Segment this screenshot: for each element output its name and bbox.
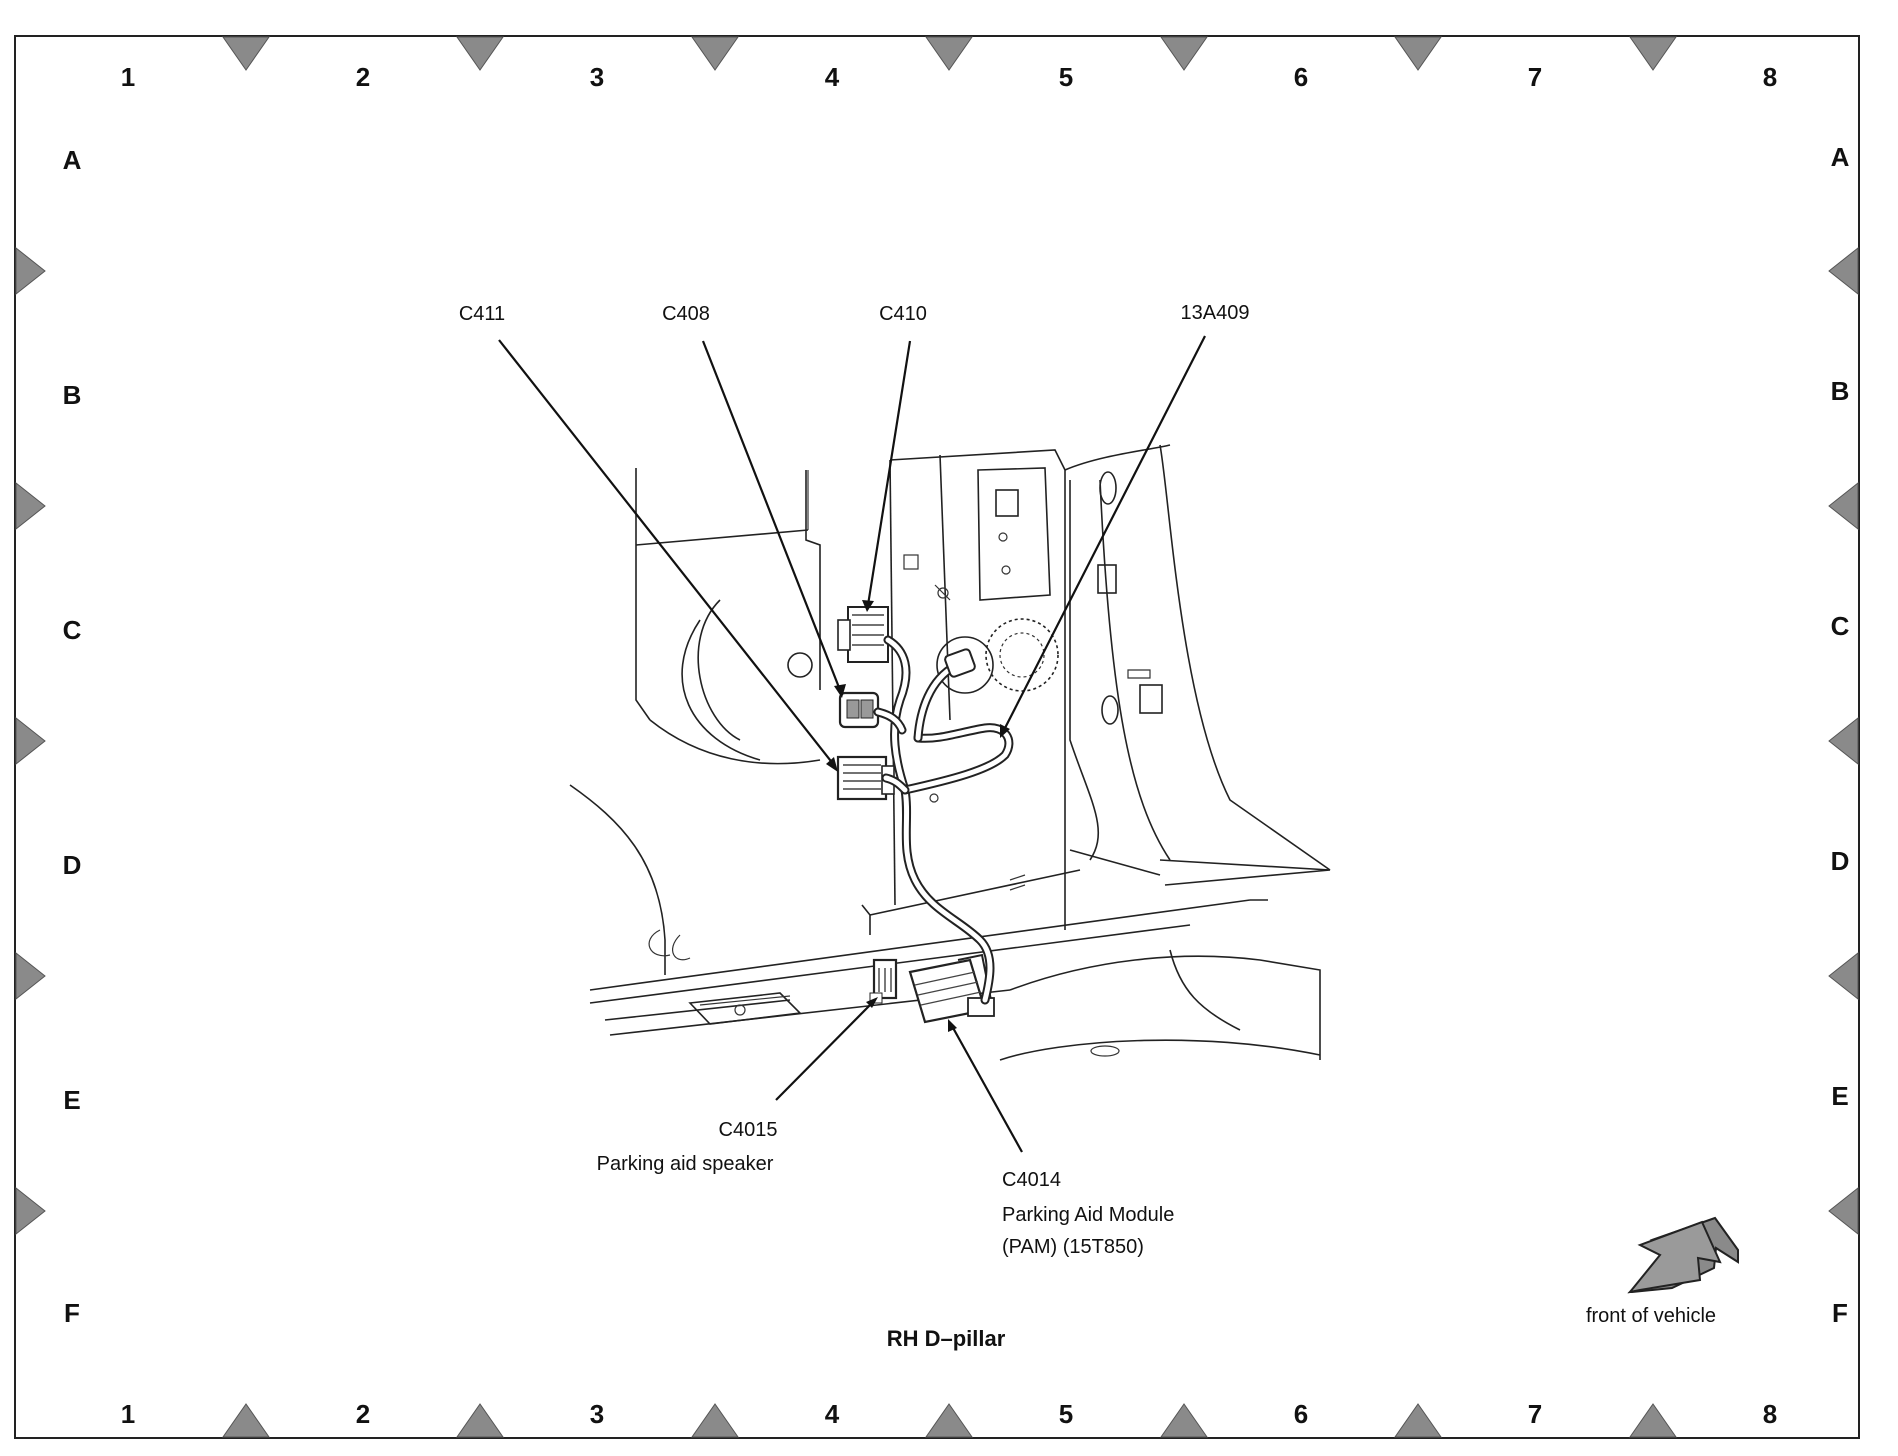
- row-label-a-left: A: [63, 145, 82, 175]
- row-label-c-left: C: [63, 615, 82, 645]
- row-label-f-left: F: [64, 1298, 80, 1328]
- row-labels-right: A B C D E F: [1831, 142, 1850, 1328]
- grid-marker: [1828, 951, 1859, 1001]
- col-label-1-bottom: 1: [121, 1399, 135, 1429]
- col-label-8-top: 8: [1763, 62, 1777, 92]
- grid-markers-left: [15, 246, 46, 1236]
- leader-c408: [701, 340, 842, 691]
- front-of-vehicle-arrow-icon: [1627, 1216, 1739, 1294]
- col-label-7-top: 7: [1528, 62, 1542, 92]
- grid-marker: [1160, 36, 1208, 71]
- col-label-3-bottom: 3: [590, 1399, 604, 1429]
- col-label-2-bottom: 2: [356, 1399, 370, 1429]
- leader-c4014: [951, 1025, 1023, 1153]
- leader-c410: [866, 340, 912, 606]
- row-label-e-right: E: [1831, 1081, 1848, 1111]
- grid-marker: [1629, 1403, 1677, 1438]
- grid-marker: [691, 36, 739, 71]
- diagram-title: RH D–pillar: [887, 1326, 1006, 1351]
- row-label-c-right: C: [1831, 611, 1850, 641]
- row-labels-left: A B C D E F: [63, 145, 82, 1328]
- grid-marker: [691, 1403, 739, 1438]
- col-label-3-top: 3: [590, 62, 604, 92]
- grid-marker: [15, 716, 46, 766]
- grid-marker: [1828, 716, 1859, 766]
- connector-c410-shape: [837, 606, 889, 663]
- wiring-harness-13a409-shape: [873, 635, 1014, 1005]
- col-label-5-bottom: 5: [1059, 1399, 1073, 1429]
- row-label-b-right: B: [1831, 376, 1850, 406]
- row-label-f-right: F: [1832, 1298, 1848, 1328]
- callout-c4015-description: Parking aid speaker: [597, 1153, 774, 1175]
- grid-marker: [15, 246, 46, 296]
- grid-marker: [15, 1186, 46, 1236]
- col-label-8-bottom: 8: [1763, 1399, 1777, 1429]
- grid-marker: [222, 1403, 270, 1438]
- column-labels-top: 1 2 3 4 5 6 7 8: [121, 62, 1777, 92]
- callout-c411: C411: [459, 303, 505, 325]
- connector-c408-shape: [838, 691, 880, 729]
- grid-marker: [456, 1403, 504, 1438]
- front-of-vehicle-label: front of vehicle: [1586, 1305, 1716, 1327]
- grid-markers-top: [222, 36, 1677, 71]
- leader-c4015: [775, 1001, 874, 1101]
- module-pam-shape: [908, 953, 995, 1024]
- row-label-e-left: E: [63, 1085, 80, 1115]
- grid-marker: [1828, 481, 1859, 531]
- arrowhead-c4015: [866, 997, 878, 1008]
- callout-c408: C408: [662, 303, 710, 325]
- grid-marker: [1394, 1403, 1442, 1438]
- grid-marker: [925, 36, 973, 71]
- arrowhead-13a409: [1000, 724, 1010, 738]
- callout-c410: C410: [879, 303, 927, 325]
- col-label-6-bottom: 6: [1294, 1399, 1308, 1429]
- connector-c4015-shape: [869, 958, 898, 1004]
- callout-c4014-description-2: (PAM) (15T850): [1002, 1236, 1144, 1258]
- row-label-d-left: D: [63, 850, 82, 880]
- col-label-2-top: 2: [356, 62, 370, 92]
- grid-marker: [15, 951, 46, 1001]
- col-label-5-top: 5: [1059, 62, 1073, 92]
- column-labels-bottom: 1 2 3 4 5 6 7 8: [121, 1399, 1777, 1429]
- col-label-7-bottom: 7: [1528, 1399, 1542, 1429]
- grid-marker: [1160, 1403, 1208, 1438]
- grid-marker: [15, 481, 46, 531]
- col-label-4-bottom: 4: [825, 1399, 840, 1429]
- grid-marker: [1394, 36, 1442, 71]
- arrowhead-c408: [834, 684, 846, 698]
- arrowhead-c4014: [948, 1019, 957, 1032]
- vehicle-body-illustration: [569, 444, 1331, 1061]
- callout-c4014: C4014: [1002, 1169, 1061, 1191]
- grid-markers-right: [1828, 246, 1859, 1236]
- row-label-a-right: A: [1831, 142, 1850, 172]
- row-label-d-right: D: [1831, 846, 1850, 876]
- grid-marker: [456, 36, 504, 71]
- callout-c4015: C4015: [719, 1119, 778, 1141]
- grid-marker: [1828, 246, 1859, 296]
- grid-marker: [222, 36, 270, 71]
- leader-lines: [498, 335, 1206, 1153]
- col-label-1-top: 1: [121, 62, 135, 92]
- grid-marker: [1629, 36, 1677, 71]
- grid-marker: [925, 1403, 973, 1438]
- leader-13a409: [1003, 335, 1206, 731]
- col-label-6-top: 6: [1294, 62, 1308, 92]
- row-label-b-left: B: [63, 380, 82, 410]
- leader-c411: [498, 339, 835, 766]
- diagram-frame: [14, 35, 1860, 1439]
- col-label-4-top: 4: [825, 62, 840, 92]
- callout-c4014-description-1: Parking Aid Module: [1002, 1204, 1174, 1226]
- callout-13a409: 13A409: [1181, 302, 1250, 324]
- grid-marker: [1828, 1186, 1859, 1236]
- arrowhead-c410: [862, 600, 874, 612]
- grid-markers-bottom: [222, 1403, 1677, 1438]
- arrowhead-c411: [826, 757, 838, 772]
